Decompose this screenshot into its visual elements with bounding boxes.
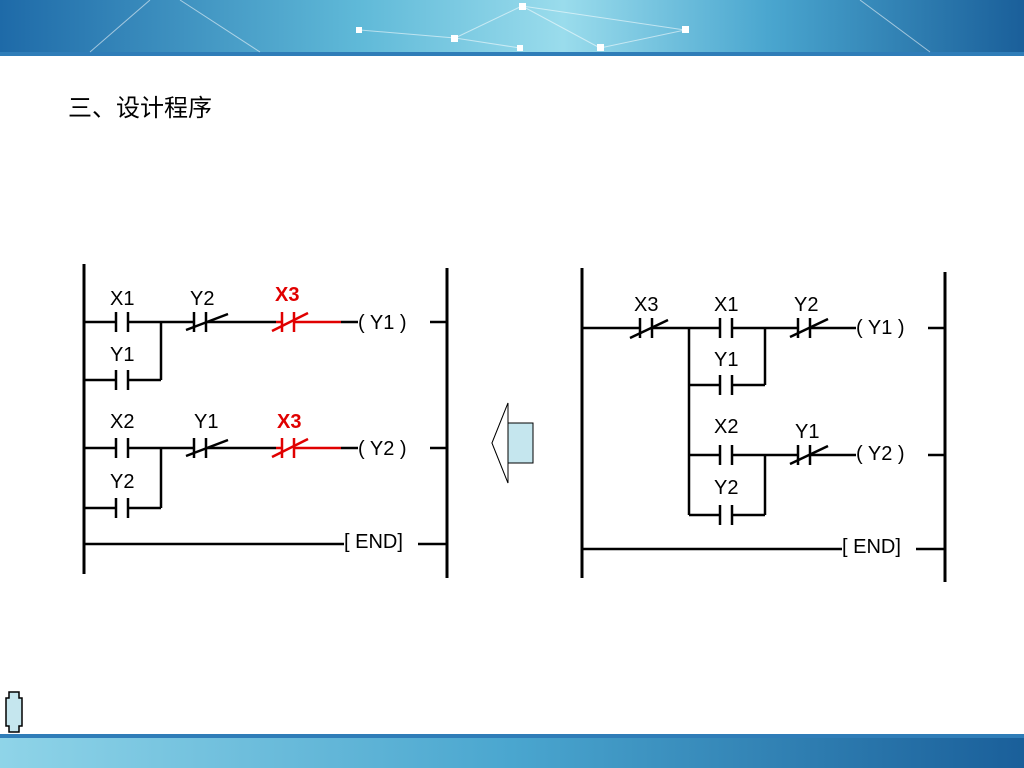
left-r1-contact3-label: X3 [275, 284, 299, 306]
top-banner [0, 0, 1024, 56]
right-end-label: [ END] [842, 536, 901, 558]
left-end-label: [ END] [344, 531, 403, 553]
left-r2-coil: ( Y2 ) [358, 438, 407, 460]
right-common-contact-label: X3 [634, 294, 658, 316]
left-r2-contact3-label: X3 [277, 411, 301, 433]
left-r1-branch-label: Y1 [110, 344, 134, 366]
right-r1-coil: ( Y1 ) [856, 317, 905, 339]
left-r1-contact2-label: Y2 [190, 288, 214, 310]
left-r2-branch-label: Y2 [110, 471, 134, 493]
left-r1-contact1-label: X1 [110, 288, 134, 310]
right-r2-contact2-label: Y1 [795, 421, 819, 443]
right-r1-contact1-label: X1 [714, 294, 738, 316]
left-r2-contact1-label: X2 [110, 411, 134, 433]
right-r1-contact2-label: Y2 [794, 294, 818, 316]
page-title: 三、设计程序 [68, 94, 212, 122]
right-r2-contact1-label: X2 [714, 416, 738, 438]
left-r1-coil: ( Y1 ) [358, 312, 407, 334]
slide-control-icon[interactable] [4, 690, 24, 734]
left-r2-contact2-label: Y1 [194, 411, 218, 433]
right-r2-coil: ( Y2 ) [856, 443, 905, 465]
right-r1-branch-label: Y1 [714, 349, 738, 371]
right-r2-branch-label: Y2 [714, 477, 738, 499]
bottom-banner [0, 734, 1024, 768]
